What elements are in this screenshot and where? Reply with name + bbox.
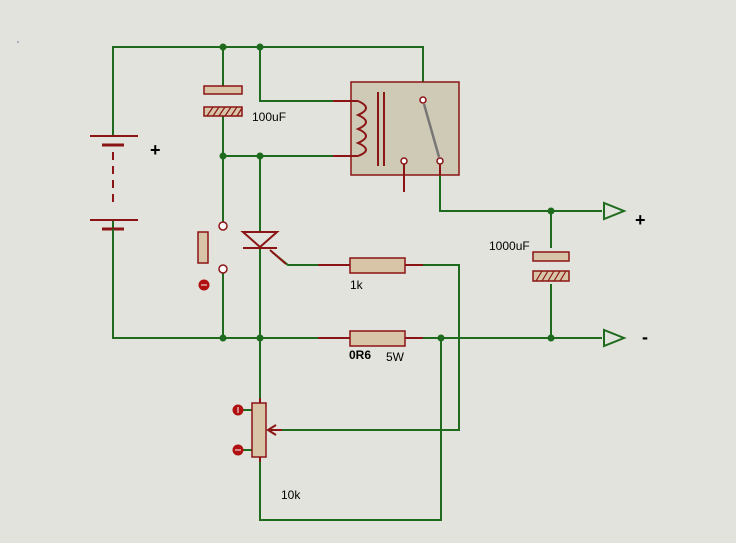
cap-1000uf-label: 1000uF	[489, 239, 530, 253]
pot-10k-label: 10k	[281, 488, 301, 502]
thyristor	[240, 231, 287, 265]
potentiometer	[232, 398, 282, 462]
push-button	[197, 221, 228, 291]
resistor-0r6-power-label: 5W	[386, 350, 404, 364]
output-terminals	[603, 201, 627, 348]
wire-coil-top	[259, 47, 333, 102]
wire-relay-out	[439, 161, 602, 212]
battery-plus-label: +	[150, 140, 161, 160]
grid-dots	[17, 41, 19, 43]
output-minus-label: -	[642, 327, 648, 347]
resistor-0r6-label: 0R6	[349, 348, 372, 362]
capacitor-1000uf	[532, 251, 570, 282]
wire-1k-right	[280, 264, 460, 431]
relay-coil	[355, 100, 367, 157]
junction-dots	[219, 43, 555, 342]
battery	[90, 135, 138, 232]
terminal-plus-arrow-icon	[603, 201, 627, 221]
cap-100uf-label: 100uF	[252, 110, 287, 124]
resistor-1k	[318, 257, 423, 274]
wire-pot-bottom	[259, 338, 442, 521]
terminal-minus-arrow-icon	[603, 328, 627, 348]
pot-wiper-arrow-icon	[266, 424, 277, 436]
relay	[333, 81, 460, 192]
wire-top-rail	[112, 46, 424, 136]
capacitor-100uf	[203, 85, 243, 117]
resistor-1k-label: 1k	[350, 278, 363, 292]
resistor-0r6	[318, 330, 423, 347]
output-plus-label: +	[635, 210, 646, 230]
relay-switch-arm	[422, 103, 441, 158]
